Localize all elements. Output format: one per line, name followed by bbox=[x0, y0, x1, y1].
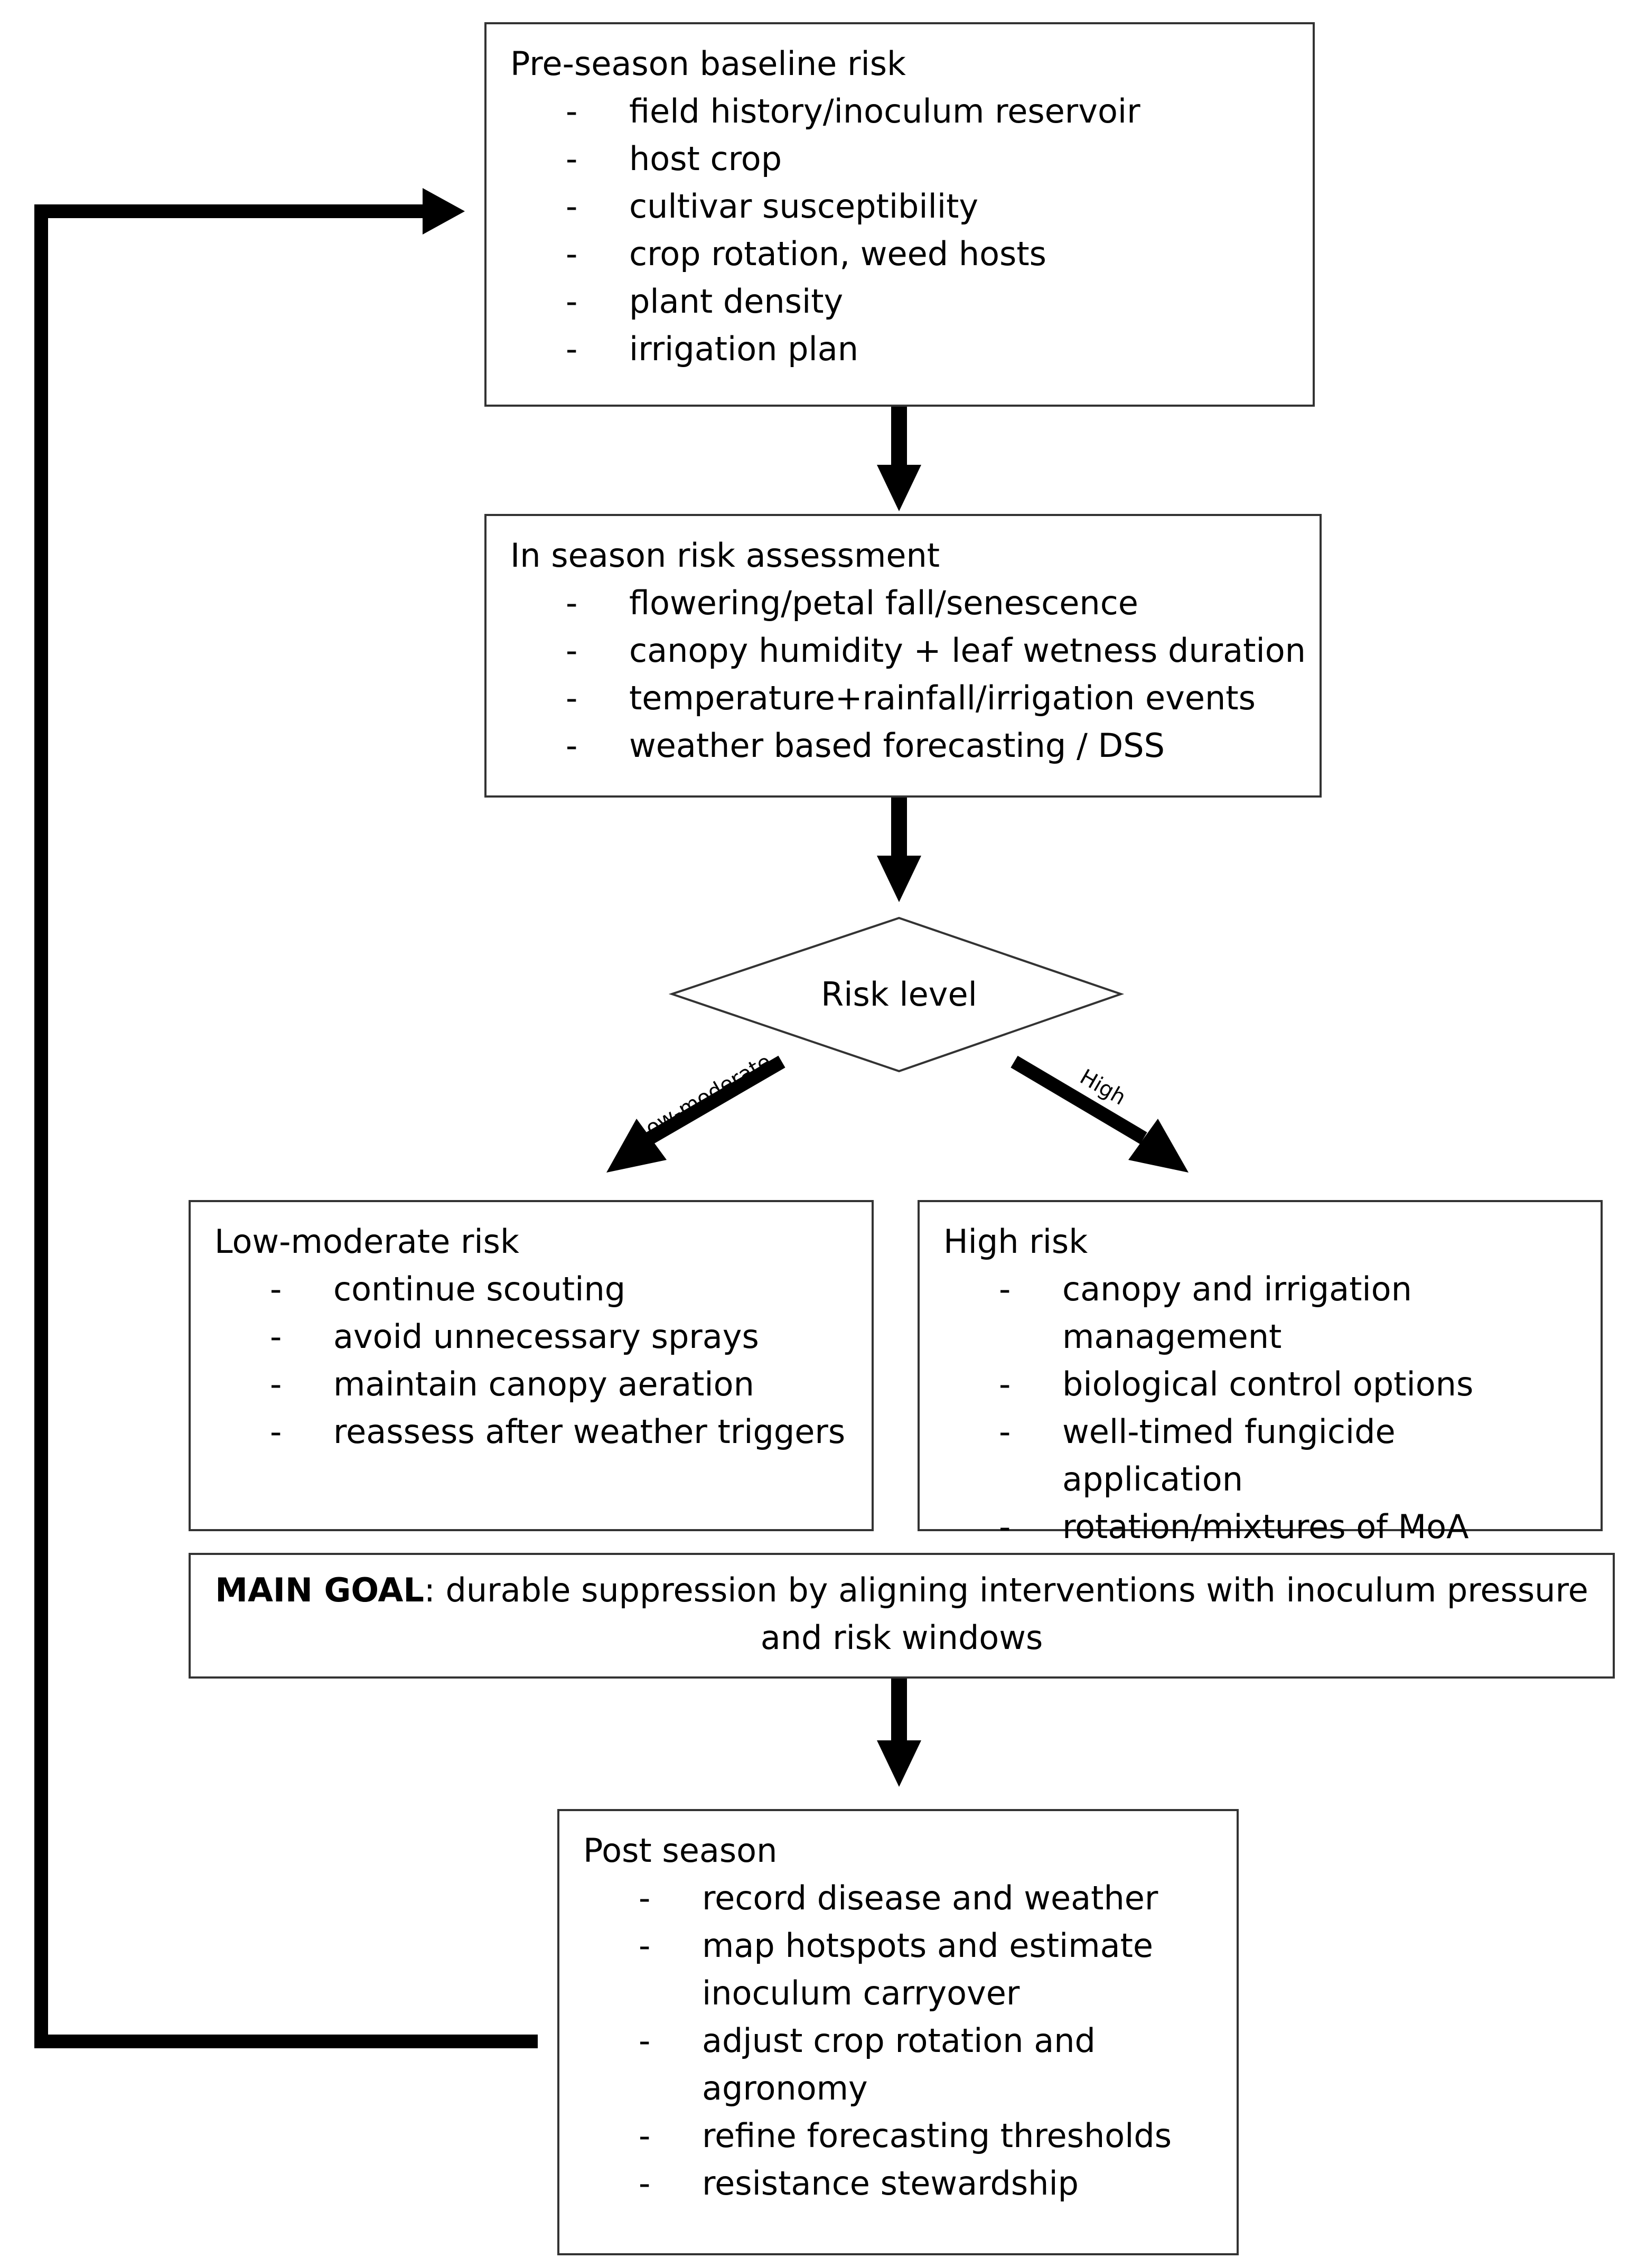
list-item: - resistance stewardship bbox=[639, 2160, 1225, 2207]
list-item: - host crop bbox=[566, 135, 1305, 183]
main-goal-text: MAIN GOAL: durable suppression by aligni… bbox=[212, 1567, 1592, 1662]
list-item: - canopy and irrigation management bbox=[999, 1266, 1585, 1361]
high-risk-title: High risk bbox=[943, 1222, 1088, 1261]
arrow-low-moderate bbox=[606, 1055, 785, 1173]
feedback-loop-arrow bbox=[34, 188, 538, 2048]
list-item: - avoid unnecessary sprays bbox=[270, 1313, 862, 1361]
main-goal-box: MAIN GOAL: durable suppression by aligni… bbox=[189, 1553, 1615, 1679]
item-text: well-timed fungicide application bbox=[1062, 1412, 1396, 1498]
post-season-title: Post season bbox=[583, 1831, 778, 1870]
item-text: temperature+rainfall/irrigation events bbox=[629, 679, 1256, 717]
item-text: field history/inoculum reservoir bbox=[629, 92, 1140, 130]
pre-season-title: Pre-season baseline risk bbox=[510, 44, 906, 83]
bullet-dash: - bbox=[566, 92, 578, 130]
list-item: - canopy humidity + leaf wetness duration bbox=[566, 627, 1316, 674]
list-item: - continue scouting bbox=[270, 1266, 862, 1313]
post-season-box: Post season - record disease and weather … bbox=[557, 1809, 1239, 2255]
bullet-dash: - bbox=[639, 2164, 651, 2203]
list-item: - reassess after weather triggers bbox=[270, 1408, 862, 1456]
arrow-high bbox=[1011, 1055, 1189, 1173]
item-text: irrigation plan bbox=[629, 330, 859, 368]
list-item: - irrigation plan bbox=[566, 325, 1305, 373]
bullet-dash: - bbox=[999, 1412, 1011, 1451]
in-season-title: In season risk assessment bbox=[510, 536, 940, 575]
in-season-list: - flowering/petal fall/senescence - canopy… bbox=[566, 579, 1316, 770]
bullet-dash: - bbox=[639, 2116, 651, 2155]
arrow-pre-to-in bbox=[877, 407, 921, 511]
item-text: cultivar susceptibility bbox=[629, 187, 979, 226]
risk-level-diamond bbox=[668, 916, 1125, 1073]
arrow-goal-to-post bbox=[877, 1679, 921, 1787]
bullet-dash: - bbox=[270, 1412, 282, 1451]
bullet-dash: - bbox=[999, 1507, 1011, 1546]
list-item: - rotation/mixtures of MoA bbox=[999, 1503, 1585, 1551]
bullet-dash: - bbox=[270, 1270, 282, 1308]
list-item: - crop rotation, weed hosts bbox=[566, 230, 1305, 278]
item-text: flowering/petal fall/senescence bbox=[629, 584, 1138, 622]
bullet-dash: - bbox=[639, 2021, 651, 2060]
bullet-dash: - bbox=[566, 584, 578, 622]
list-item: - cultivar susceptibility bbox=[566, 183, 1305, 230]
bullet-dash: - bbox=[639, 1879, 651, 1917]
list-item: - refine forecasting thresholds bbox=[639, 2112, 1225, 2160]
item-text: canopy humidity + leaf wetness duration bbox=[629, 631, 1306, 670]
main-goal-label: MAIN GOAL bbox=[215, 1571, 424, 1609]
item-text: record disease and weather bbox=[702, 1879, 1158, 1917]
bullet-dash: - bbox=[566, 139, 578, 178]
low-moderate-box: Low-moderate risk - continue scouting - av… bbox=[189, 1200, 874, 1531]
low-moderate-title: Low-moderate risk bbox=[214, 1222, 519, 1261]
item-text: canopy and irrigation management bbox=[1062, 1270, 1412, 1356]
item-text: plant density bbox=[629, 282, 844, 321]
low-moderate-list: - continue scouting - avoid unnecessary sp… bbox=[270, 1266, 862, 1456]
item-text: rotation/mixtures of MoA bbox=[1062, 1507, 1469, 1546]
high-risk-box: High risk - canopy and irrigation managem… bbox=[918, 1200, 1603, 1546]
item-text: maintain canopy aeration bbox=[333, 1365, 754, 1403]
item-text: map hotspots and estimate inoculum carry… bbox=[702, 1926, 1154, 2012]
bullet-dash: - bbox=[566, 726, 578, 765]
bullet-dash: - bbox=[270, 1317, 282, 1356]
list-item: - weather based forecasting / DSS bbox=[566, 722, 1316, 770]
item-text: host crop bbox=[629, 139, 782, 178]
high-risk-list: - canopy and irrigation management - biolo… bbox=[999, 1266, 1585, 1551]
bullet-dash: - bbox=[639, 1926, 651, 1965]
bullet-dash: - bbox=[566, 187, 578, 226]
list-item: - well-timed fungicide application bbox=[999, 1408, 1585, 1503]
item-text: continue scouting bbox=[333, 1270, 626, 1308]
bullet-dash: - bbox=[566, 282, 578, 321]
bullet-dash: - bbox=[566, 235, 578, 273]
list-item: - adjust crop rotation and agronomy bbox=[639, 2017, 1225, 2112]
item-text: weather based forecasting / DSS bbox=[629, 726, 1165, 765]
main-goal-description: : durable suppression by aligning interv… bbox=[424, 1571, 1588, 1657]
list-item: - map hotspots and estimate inoculum carr… bbox=[639, 1922, 1225, 2017]
list-item: - record disease and weather bbox=[639, 1875, 1225, 1922]
bullet-dash: - bbox=[566, 330, 578, 368]
list-item: - flowering/petal fall/senescence bbox=[566, 579, 1316, 627]
risk-level-label: Risk level bbox=[821, 975, 977, 1014]
list-item: - temperature+rainfall/irrigation events bbox=[566, 674, 1316, 722]
pre-season-box: Pre-season baseline risk - field history/… bbox=[484, 22, 1315, 407]
item-text: avoid unnecessary sprays bbox=[333, 1317, 759, 1356]
bullet-dash: - bbox=[566, 631, 578, 670]
item-text: resistance stewardship bbox=[702, 2164, 1079, 2203]
item-text: biological control options bbox=[1062, 1365, 1474, 1403]
item-text: crop rotation, weed hosts bbox=[629, 235, 1046, 273]
item-text: refine forecasting thresholds bbox=[702, 2116, 1172, 2155]
item-text: adjust crop rotation and agronomy bbox=[702, 2021, 1096, 2107]
bullet-dash: - bbox=[999, 1365, 1011, 1403]
list-item: - maintain canopy aeration bbox=[270, 1361, 862, 1408]
list-item: - field history/inoculum reservoir bbox=[566, 88, 1305, 135]
bullet-dash: - bbox=[270, 1365, 282, 1403]
arrow-in-to-decision bbox=[877, 798, 921, 902]
post-season-list: - record disease and weather - map hotspot… bbox=[639, 1875, 1225, 2207]
in-season-box: In season risk assessment - flowering/pet… bbox=[484, 514, 1322, 798]
item-text: reassess after weather triggers bbox=[333, 1412, 846, 1451]
bullet-dash: - bbox=[999, 1270, 1011, 1308]
bullet-dash: - bbox=[566, 679, 578, 717]
list-item: - biological control options bbox=[999, 1361, 1585, 1408]
pre-season-list: - field history/inoculum reservoir - host … bbox=[566, 88, 1305, 373]
list-item: - plant density bbox=[566, 278, 1305, 325]
